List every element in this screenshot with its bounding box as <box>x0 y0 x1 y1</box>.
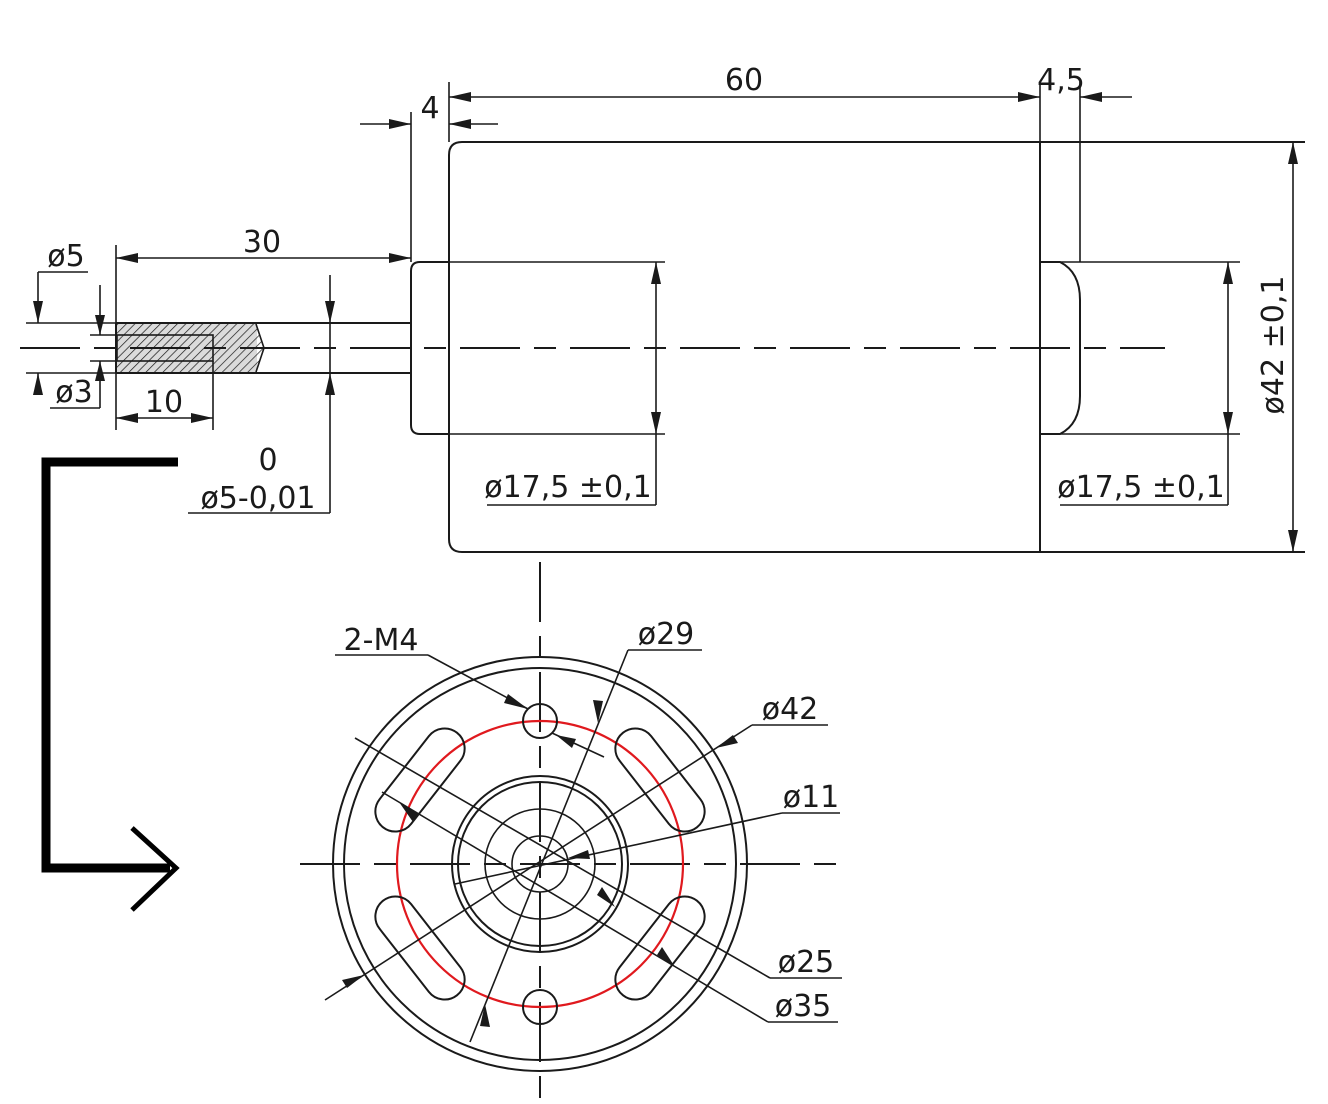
label-pitch-circle: ø29 <box>638 617 695 652</box>
rear-boss <box>1040 261 1081 435</box>
mount-hole-bottom <box>522 989 558 1025</box>
outer-circle <box>332 656 748 1072</box>
dim-bore-diameter: ø3 <box>55 375 92 410</box>
label-boss-diameter: ø25 <box>778 945 835 980</box>
dim-bore-depth: 10 <box>145 385 183 420</box>
dim-60: 60 <box>725 63 763 98</box>
view-arrow <box>41 457 180 912</box>
dim-shaft-diameter: ø5 <box>47 239 84 274</box>
mount-hole-top <box>522 703 558 739</box>
boss-circle <box>451 775 629 953</box>
dim-30: 30 <box>243 225 281 260</box>
dim-shaft-tolerance-upper: 0 <box>258 443 277 478</box>
label-vent-diameter: ø35 <box>775 989 832 1024</box>
end-view: 2-M4 ø29 ø42 ø11 ø25 ø35 <box>300 562 845 1104</box>
side-view: 60 4,5 4 30 ø5 ø3 <box>20 63 1305 553</box>
dim-4-5: 4,5 <box>1037 63 1085 98</box>
front-boss <box>410 261 449 435</box>
dim-rear-boss: ø17,5 ±0,1 <box>1057 470 1225 505</box>
label-mount-holes: 2-M4 <box>344 623 419 658</box>
dim-front-boss: ø17,5 ±0,1 <box>484 470 652 505</box>
dim-shaft-tolerance: ø5-0,01 <box>200 481 315 516</box>
dim-body-diameter: ø42 ±0,1 <box>1256 276 1291 415</box>
label-inner-diameter: ø11 <box>783 780 840 815</box>
label-outer-diameter: ø42 <box>762 692 819 727</box>
motor-body-outline <box>448 141 1041 553</box>
pitch-circle <box>395 719 685 1009</box>
vent-slots <box>374 727 706 1001</box>
dim-4: 4 <box>420 91 439 126</box>
